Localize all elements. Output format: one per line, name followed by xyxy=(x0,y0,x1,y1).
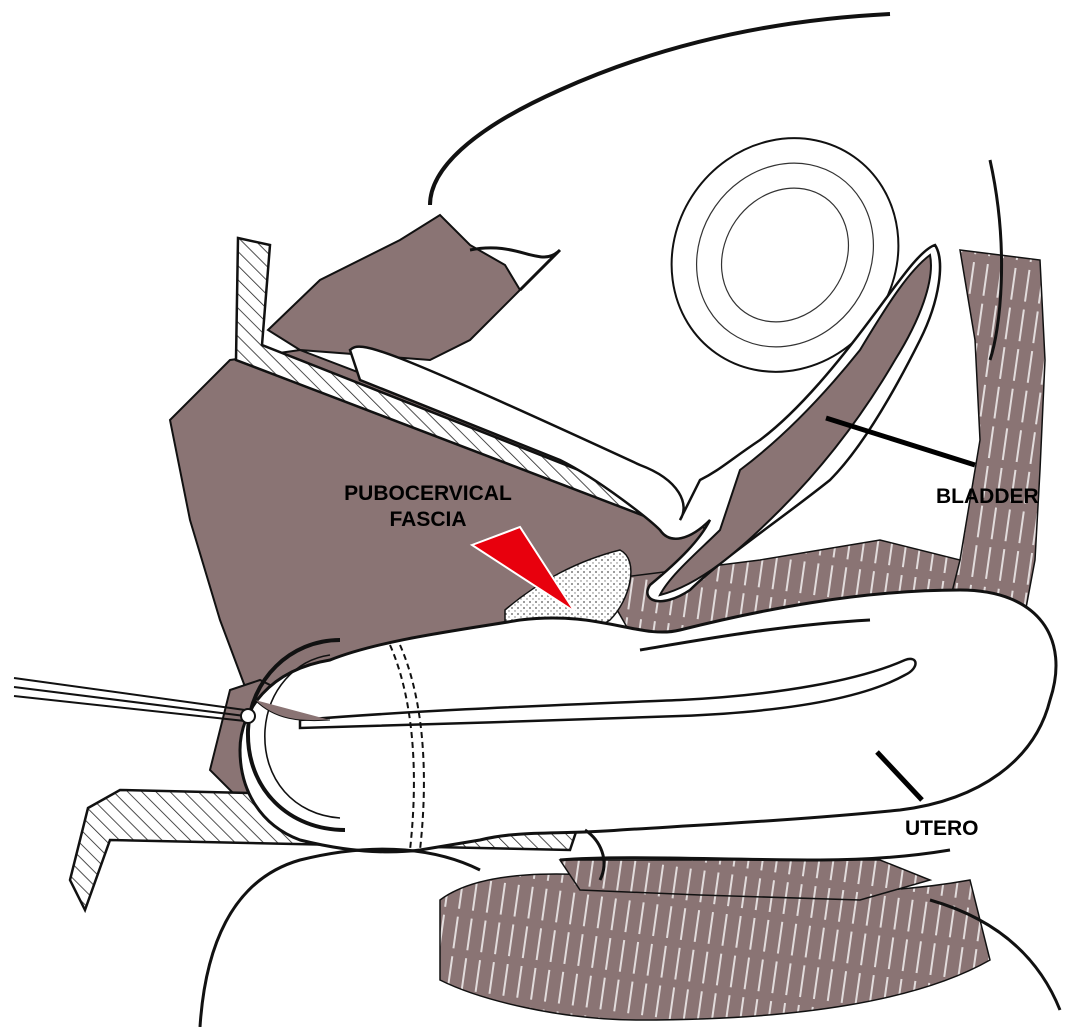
probe-instrument xyxy=(14,678,255,723)
utero-label: UTERO xyxy=(905,816,979,842)
bladder-label: BLADDER xyxy=(936,484,1039,510)
pubocervical-fascia-label: PUBOCERVICAL FASCIA xyxy=(318,481,538,533)
fascia-label-line2: FASCIA xyxy=(318,507,538,533)
fascia-label-line1: PUBOCERVICAL xyxy=(318,481,538,507)
